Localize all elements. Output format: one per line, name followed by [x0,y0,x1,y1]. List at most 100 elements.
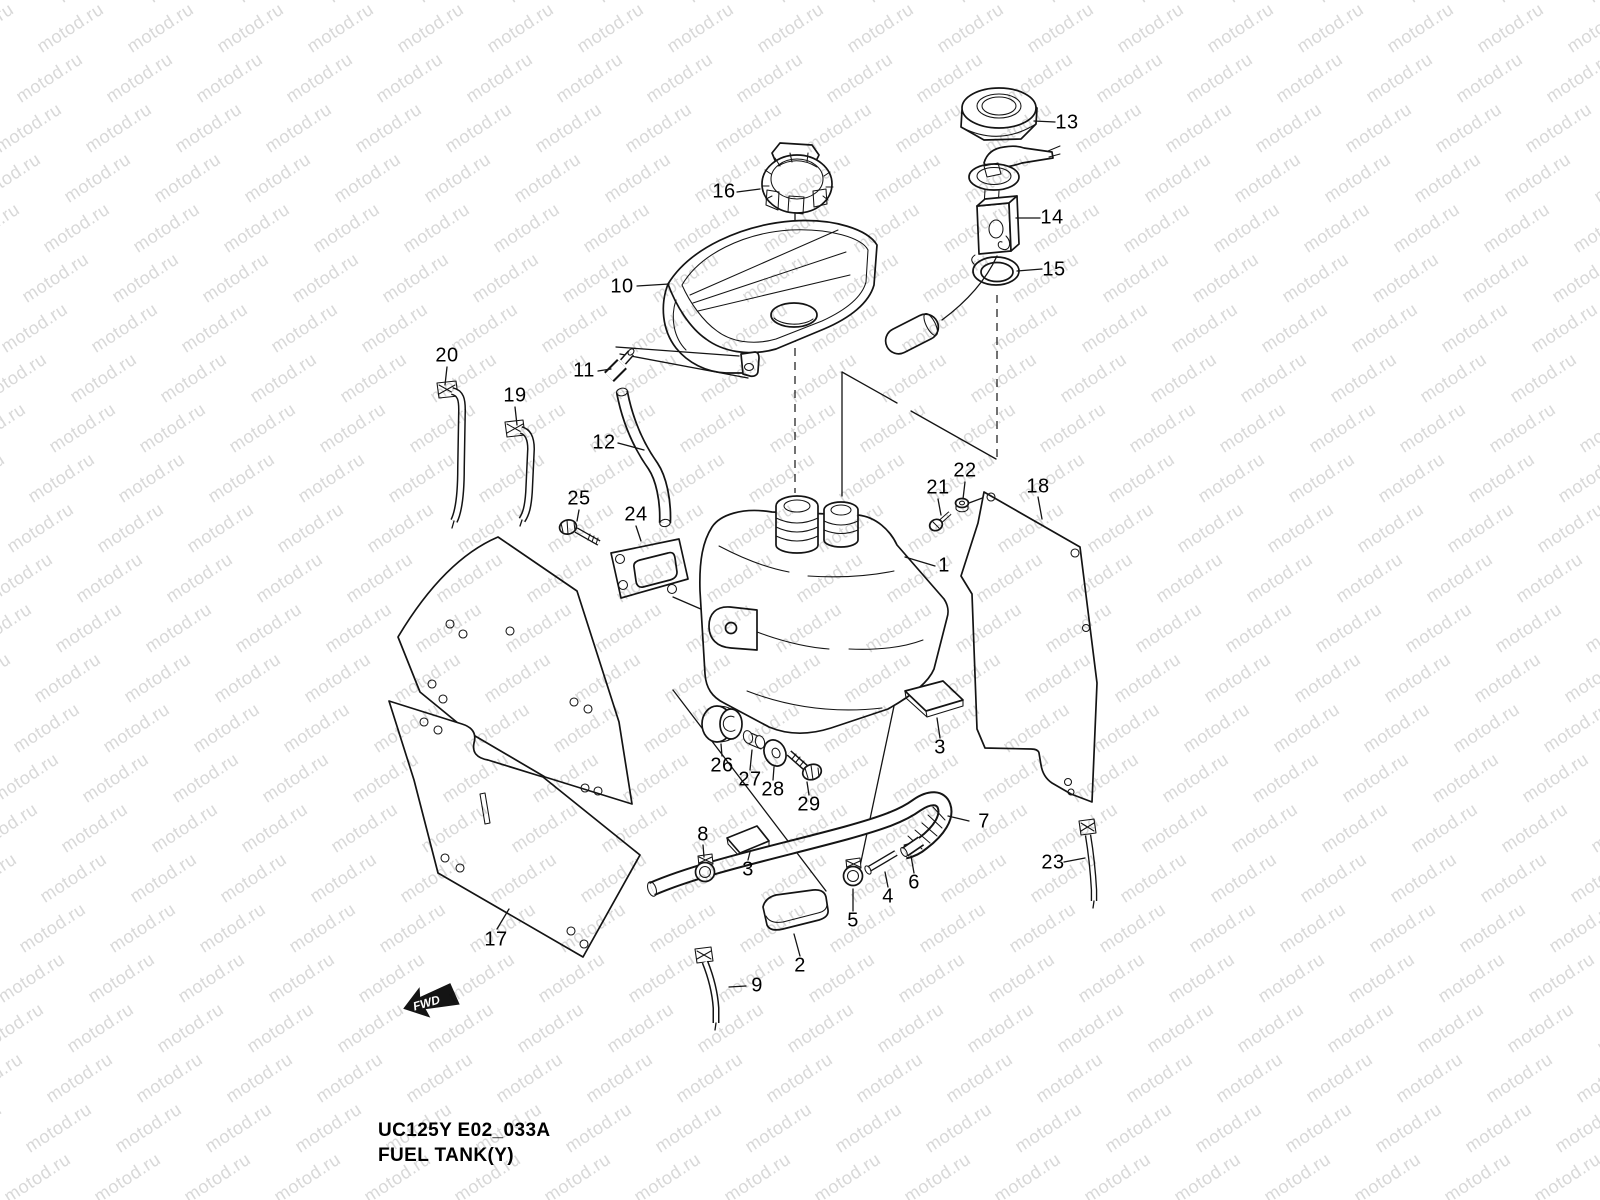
left-panel-front-shape-5 [455,863,465,873]
leader-11 [597,368,612,372]
alignment-lines-shape-6 [615,346,740,357]
pad-2 [762,889,829,931]
fuel-hose-7-shape-2 [647,881,657,897]
leader-29 [806,781,810,796]
clamp-8-shape-3 [698,865,712,879]
left-panel-rear [397,536,633,805]
fuel-gauge-sender-shape-10 [997,235,1011,251]
filler-tray-shape-7 [662,283,746,374]
strap-19-shape-4 [519,519,523,527]
left-panel-rear-shape-5 [438,694,448,704]
bolt-25-shape-4 [560,519,576,535]
grommet-26-shape-2 [719,708,743,740]
screw-21-shape-3 [932,521,940,529]
pad-2-shape-0 [762,889,829,931]
fuel-cap-shape-8 [812,188,828,208]
clamp-5-shape-2 [842,865,864,887]
bolt-25-shape-1 [575,528,600,545]
strap-19-shape-1 [506,423,524,434]
bolt-25 [558,519,601,546]
leader-22 [962,481,966,500]
leader-16 [736,188,761,193]
cable-tie-23-shape-4 [1092,900,1095,909]
spacer-27-shape-2 [754,735,766,749]
pipe-4-shape-2 [864,865,872,875]
right-panel-shape-4 [1063,777,1073,787]
leader-3b [747,851,751,861]
cable-tie-23 [1078,818,1098,909]
tank-mount-tab [708,606,758,651]
left-panel-front-shape-0 [388,700,641,958]
bracket-24 [610,538,689,599]
leader-10 [636,283,670,287]
left-panel-rear-shape-8 [580,783,590,793]
nut-22-shape-2 [955,502,969,513]
leader-27 [749,749,753,771]
fuel-gauge-sender-shape-13 [884,313,940,355]
nut-22-shape-0 [954,497,970,509]
breather-hose-shape-1 [617,391,670,524]
left-panel-rear-shape-4 [427,679,437,689]
leader-12 [617,442,645,451]
filler-tray-shape-3 [773,317,814,325]
leader-6 [910,855,915,874]
gasket-shape-2 [971,254,976,265]
cable-tie-9 [694,946,720,1031]
fuel-cap-shape-2 [770,158,824,200]
right-panel-shape-1 [986,492,996,502]
fuel-tank-shape-8 [775,495,819,554]
fuel-tank-shape-2 [807,570,895,578]
fuel-gauge-sender-shape-9 [988,219,1004,239]
left-panel-front-shape-3 [433,725,443,735]
washer-28-shape-1 [771,747,781,759]
fuel-tank-shape-1 [718,545,790,573]
filler-tray-shape-4 [689,229,839,296]
filler-tray-shape-1 [681,229,869,343]
fuel-tank-shape-15 [823,520,859,526]
left-panel-rear-shape-7 [583,704,593,714]
breather-valve-shape-3 [621,351,633,364]
left-panel-rear-shape-0 [397,536,633,805]
model-code: UC125Y E02_033A [378,1120,551,1141]
leader-26 [720,743,723,757]
strap-20 [436,380,466,529]
fuel-gauge-sender [884,145,1061,355]
bracket-24-shape-3 [617,579,629,591]
strap-19 [504,419,535,527]
fuel-tank-shape-16 [823,529,859,535]
filler-tray-shape-0 [667,219,878,354]
fwd-arrow-shape-0 [403,983,460,1018]
filler-tray-shape-10 [743,362,755,372]
leader-19 [514,406,518,426]
fuel-tank-shape-14 [830,504,852,516]
fuel-tank-shape-12 [775,535,819,542]
bracket-24-shape-4 [666,583,678,595]
clamp-8 [694,853,716,883]
alignment-lines-shape-8 [855,691,898,886]
fuel-tank-shape-4 [848,639,924,650]
grommet-26-shape-3 [722,715,736,732]
screw-21 [928,511,952,532]
left-panel-front [388,700,641,958]
drawing-footer: UC125Y E02_033A FUEL TANK(Y) [378,1118,551,1168]
filler-tray-shape-6 [697,274,851,312]
left-panel-front-shape-7 [579,939,589,949]
pad-2-shape-1 [765,903,828,923]
bolt-29-shape-2 [791,753,805,767]
fwd-arrow: FWD [403,983,460,1018]
left-panel-rear-shape-9 [593,786,603,796]
left-panel-rear-shape-1 [445,619,455,629]
left-panel-rear-shape-2 [458,629,468,639]
bracket-24-shape-1 [633,551,678,588]
left-panel-front-shape-1 [479,792,491,825]
spacer-27-shape-1 [742,730,754,744]
fuel-gauge-sender-shape-1 [1047,145,1061,158]
pipe-4-shape-1 [868,851,897,871]
fuel-hose-7 [647,791,953,897]
diagram-title: FUEL TANK(Y) [378,1145,515,1166]
left-panel-front-shape-2 [419,717,429,727]
right-panel-shape-2 [1070,548,1080,558]
left-panel-rear-shape-3 [505,626,515,636]
filler-tray-shape-5 [692,251,847,304]
fuel-tank-shape-9 [783,499,811,513]
